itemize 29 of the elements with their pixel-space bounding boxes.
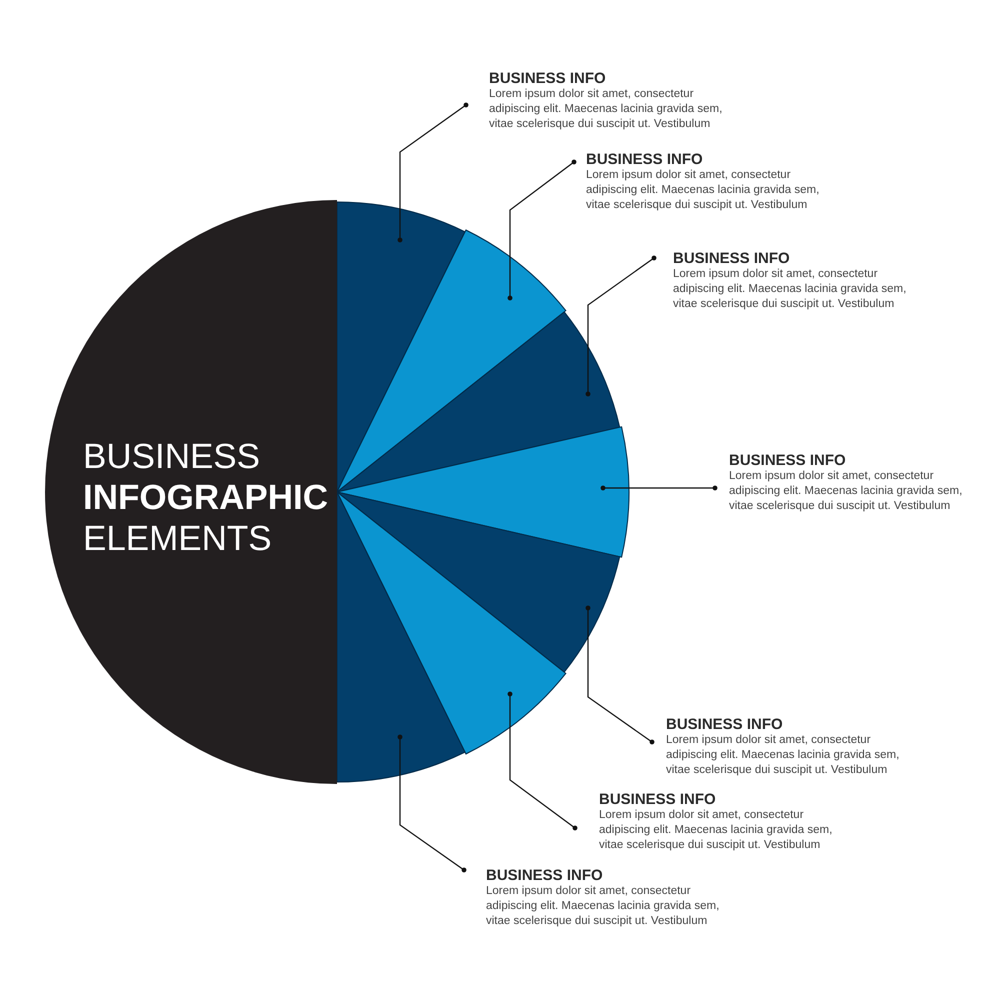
info-heading: BUSINESS INFO <box>729 452 847 469</box>
info-text: Lorem ipsum dolor sit amet, consectetur adipiscing elit. Maecenas lacinia gravida sem, vitae scelerisque dui suscipit ut. Vestibulum <box>486 884 720 929</box>
pie-wedge <box>336 311 620 492</box>
info-text: Lorem ipsum dolor sit amet, consectetur adipiscing elit. Maecenas lacinia gravida sem, vitae scelerisque dui suscipit ut. Vestibulum <box>586 168 820 213</box>
info-heading: BUSINESS INFO <box>599 791 717 808</box>
info-text: Lorem ipsum dolor sit amet, consectetur adipiscing elit. Maecenas lacinia gravida sem, vitae scelerisque dui suscipit ut. Vestibulum <box>599 808 834 853</box>
leader-line <box>508 160 576 300</box>
pie-wedge <box>336 492 466 782</box>
leader-line <box>398 102 468 242</box>
pie-wedge <box>336 492 566 754</box>
title-text: BUSINESS INFOGRAPHIC ELEMENTS <box>83 436 328 559</box>
pie-wedge <box>336 492 620 673</box>
info-text: Lorem ipsum dolor sit amet, consectetur adipiscing elit. Maecenas lacinia gravida sem, vitae scelerisque dui suscipit ut. Vestibulum <box>729 469 964 514</box>
info-heading: BUSINESS INFO <box>489 70 607 87</box>
info-heading: BUSINESS INFO <box>673 250 791 267</box>
info-text: Lorem ipsum dolor sit amet, consectetur adipiscing elit. Maecenas lacinia gravida sem, vitae scelerisque dui suscipit ut. Vestibulum <box>673 267 908 312</box>
info-heading: BUSINESS INFO <box>486 867 604 884</box>
info-text: Lorem ipsum dolor sit amet, consectetur adipiscing elit. Maecenas lacinia gravida sem, vitae scelerisque dui suscipit ut. Vestibulum <box>666 733 900 778</box>
leader-line <box>586 256 656 396</box>
pie-wedge <box>336 426 630 558</box>
pie-wedge <box>336 230 566 492</box>
info-text: Lorem ipsum dolor sit amet, consectetur adipiscing elit. Maecenas lacinia gravida sem, vitae scelerisque dui suscipit ut. Vestibulum <box>489 87 724 132</box>
info-heading: BUSINESS INFO <box>586 151 704 168</box>
leader-line <box>600 486 718 490</box>
leader-line <box>508 692 578 830</box>
pie-wedge <box>336 202 466 492</box>
leader-line <box>586 606 654 744</box>
leader-line <box>398 734 466 872</box>
info-heading: BUSINESS INFO <box>666 716 784 733</box>
